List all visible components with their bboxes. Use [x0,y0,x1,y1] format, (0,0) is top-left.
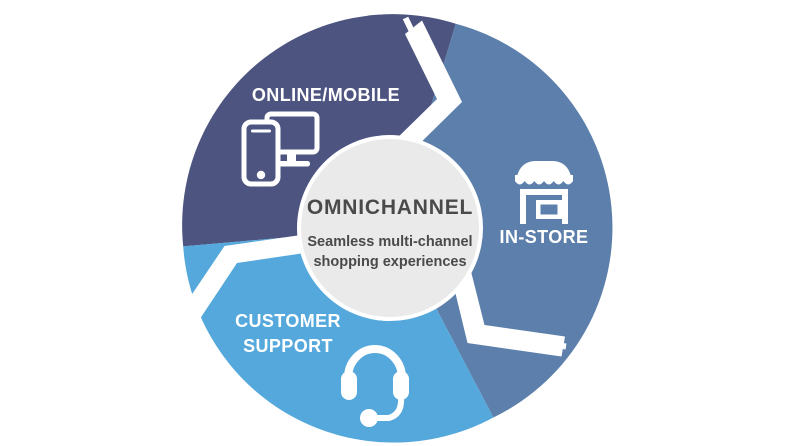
segment-customer-support-label-line2: SUPPORT [243,336,333,356]
segment-in-store[interactable]: IN-STORE [394,23,613,418]
segment-in-store-fill [394,23,613,418]
headset-icon [341,345,409,427]
hub-subtitle-line2: shopping experiences [313,254,466,270]
segment-in-store-label: IN-STORE [500,227,589,247]
divider-chevron-bottom-right-edge [457,261,567,350]
segment-customer-support-label-line1: CUSTOMER [235,311,341,331]
hub-circle-fill [301,139,479,317]
storefront-icon [515,161,574,224]
omnichannel-hub[interactable]: OMNICHANNEL Seamless multi-channel shopp… [297,135,483,321]
segment-online-mobile-label: ONLINE/MOBILE [252,85,400,105]
divider-chevron-left-edge [181,239,321,326]
hub-title: OMNICHANNEL [307,196,473,219]
devices-phone-monitor-icon [241,111,320,187]
hub-subtitle-line1: Seamless multi-channel [307,234,472,250]
